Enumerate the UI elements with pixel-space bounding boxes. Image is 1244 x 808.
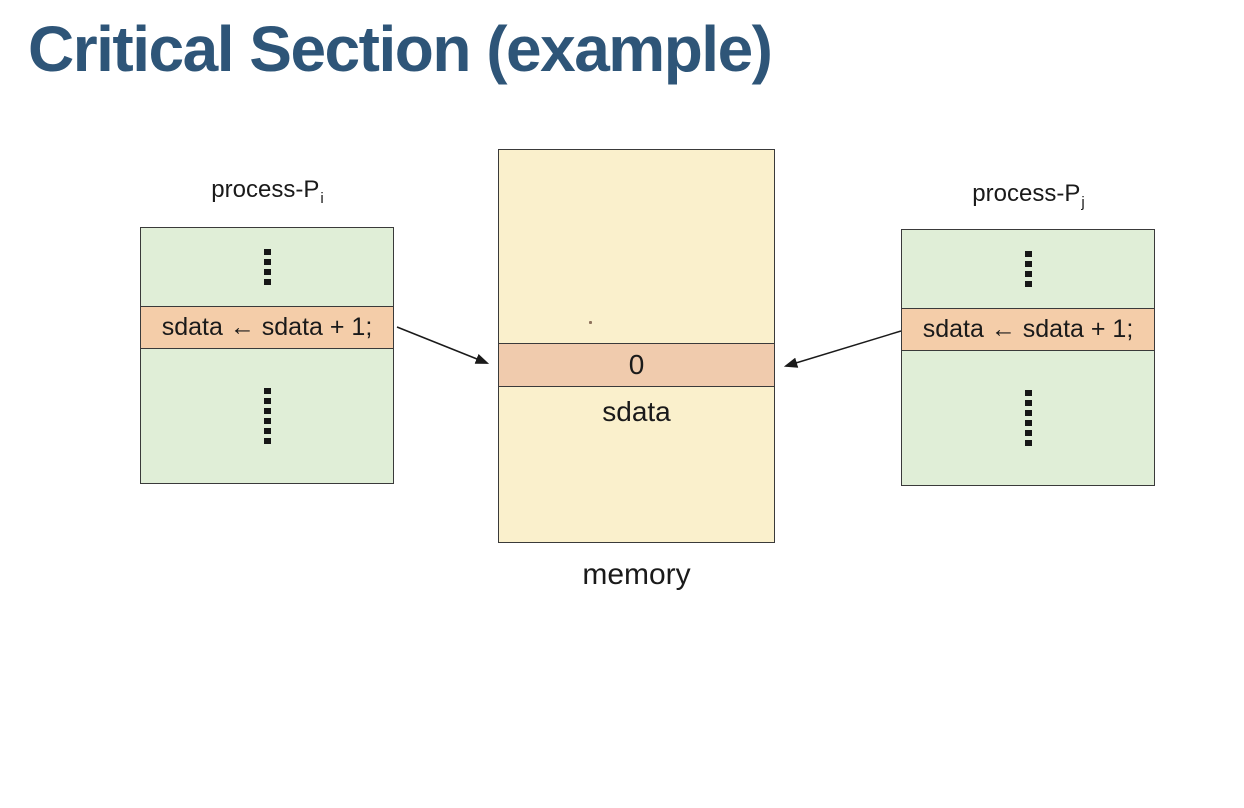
- process-left-label: process-Pi: [140, 176, 394, 207]
- video-artifact-dot: [589, 321, 592, 324]
- process-right-code-below: [902, 351, 1154, 485]
- process-left-box: sdata ← sdata + 1;: [140, 227, 394, 484]
- memory-sdata-cell: 0: [499, 343, 774, 387]
- memory-lower-region: sdata: [499, 387, 774, 542]
- process-right-label-subscript: j: [1081, 194, 1085, 211]
- process-right-critical-section-row: sdata ← sdata + 1;: [902, 308, 1154, 351]
- process-left-code: sdata ← sdata + 1;: [161, 313, 373, 341]
- arrow-right-process-to-memory: [783, 330, 902, 368]
- process-left-label-subscript: i: [320, 190, 324, 207]
- memory-box: 0 sdata: [498, 149, 775, 543]
- process-left-label-base: process-P: [211, 176, 320, 203]
- process-left-code-below: [141, 349, 393, 483]
- memory-cell-name: sdata: [602, 396, 671, 427]
- arrow-left-process-to-memory: [396, 326, 490, 364]
- process-right-label: process-Pj: [901, 180, 1155, 211]
- vertical-ellipsis-icon: [1024, 251, 1032, 287]
- process-right-box: sdata ← sdata + 1;: [901, 229, 1155, 486]
- memory-sdata-value: 0: [628, 349, 645, 380]
- process-left-code-above: [141, 228, 393, 306]
- memory-upper-region: [499, 150, 774, 343]
- page-title: Critical Section (example): [28, 13, 773, 85]
- process-right-code: sdata ← sdata + 1;: [922, 315, 1134, 343]
- process-right-label-base: process-P: [972, 180, 1081, 207]
- process-left-critical-section-row: sdata ← sdata + 1;: [141, 306, 393, 349]
- memory-label: memory: [582, 558, 691, 591]
- vertical-ellipsis-icon: [1024, 390, 1032, 446]
- vertical-ellipsis-icon: [263, 388, 271, 444]
- vertical-ellipsis-icon: [263, 249, 271, 285]
- process-right-code-above: [902, 230, 1154, 308]
